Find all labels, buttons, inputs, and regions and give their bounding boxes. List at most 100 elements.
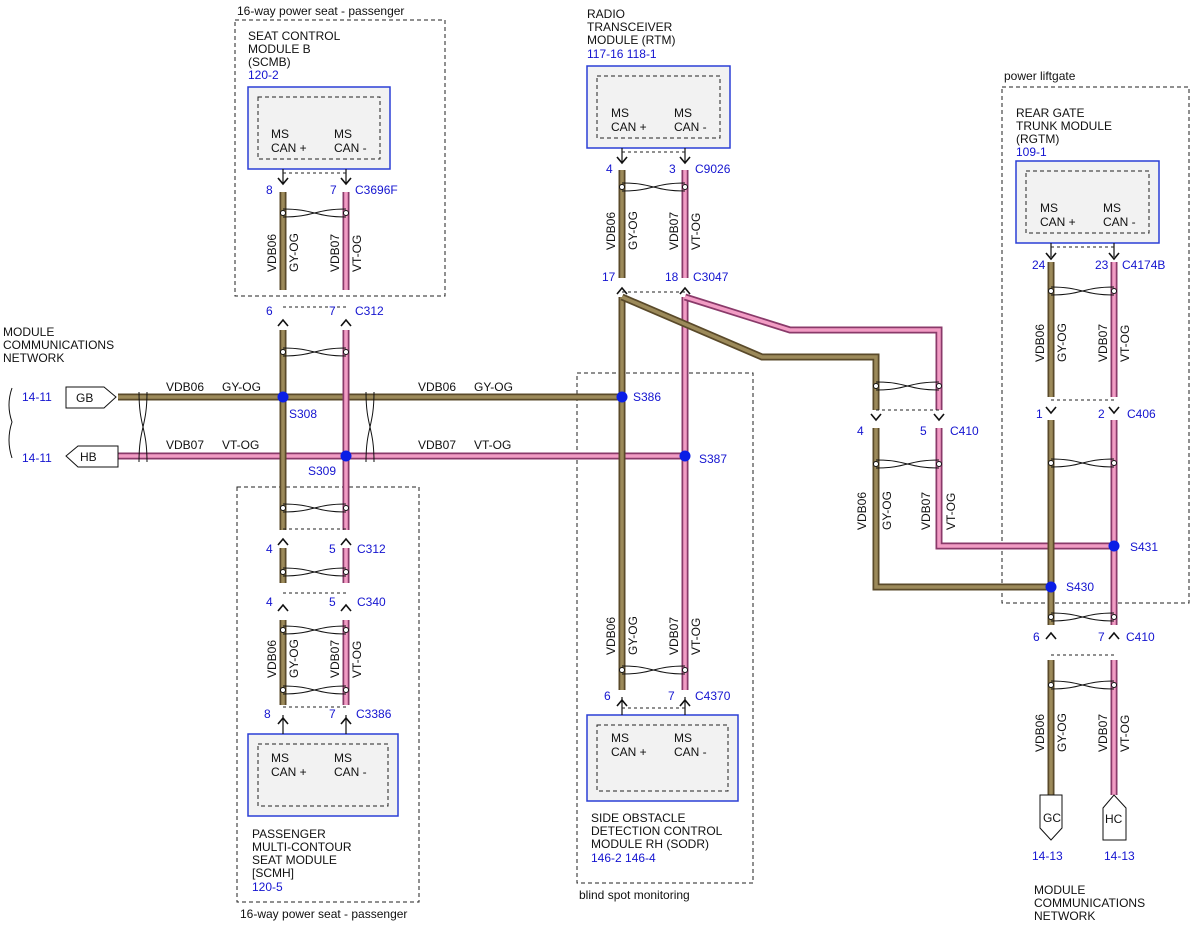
scmb-conn-bottom[interactable]: C312 [355,304,384,318]
connector-layer [138,148,1120,734]
rgtm-twist-3-end-b [1111,614,1117,620]
scmh-pin-minus-2: CAN - [334,765,367,779]
rtm-pin-minus-2: CAN - [674,120,707,134]
right-network-label-2: COMMUNICATIONS [1034,896,1145,910]
scmh-twist-2-end-a [280,569,286,575]
rgtm-conn-mid[interactable]: C406 [1127,407,1156,421]
scmh-twist-2-end-b [343,569,349,575]
rtm-pin-top-b: 3 [669,162,676,176]
scmh-pin-minus-1: MS [334,751,352,765]
splice-s309-dot [340,450,352,462]
rgtm-conn-low[interactable]: C410 [1126,630,1155,644]
bus-twist-left [138,391,148,463]
scmh-c312-arrow-a [277,537,289,546]
sodr-conn[interactable]: C4370 [695,689,731,703]
gb-color-left: GY-OG [222,380,261,394]
sodr-module: MS CAN + MS CAN - SIDE OBSTACLE DETECTIO… [586,714,739,865]
left-network-label-2: COMMUNICATIONS [3,338,114,352]
scmb-wire-b-color: VT-OG [350,235,364,272]
c410-run-a-outer [872,428,1051,591]
scmh-c340-arrow-a [277,603,289,612]
rtm-ref[interactable]: 117-16 118-1 [587,47,657,61]
scmb-pin-plus-1: MS [271,127,289,141]
rgtm-pin-minus-2: CAN - [1103,215,1136,229]
scmb-pin-bot-a: 6 [266,304,273,318]
scmb-pin-plus-2: CAN + [271,141,307,155]
rgtm-module: REAR GATE TRUNK MODULE (RGTM) 109-1 MS C… [1015,106,1160,244]
ref-hc[interactable]: 14-13 [1104,849,1135,863]
scmh-twist-1-end-a [280,505,286,511]
c410-mid-conn[interactable]: C410 [950,424,979,438]
hc-tag-label: HC [1105,812,1123,826]
rgtm-mid-arrow-b [1108,406,1120,415]
rtm-pin-bot-a: 17 [602,270,616,284]
sodr-ref[interactable]: 146-2 146-4 [591,851,656,865]
scmb-ref[interactable]: 120-2 [248,68,279,82]
scmb-arrow-b [340,177,352,186]
rgtm-group-box [1001,86,1190,604]
scmb-wire-a-circuit: VDB06 [265,234,279,272]
rgtm-twist-1-end-b [1111,288,1117,294]
scmh-twist-4 [282,685,347,695]
scmh-name-line-4: [SCMH] [252,866,294,880]
c410-twist-bot-end-b [936,461,942,467]
rtm-wire-a-color: GY-OG [626,211,640,250]
scmb-name-line-1: SEAT CONTROL [248,29,341,43]
scmh-conn2-b: 5 [329,595,336,609]
scmh-wire-a-circuit: VDB06 [265,640,279,678]
rtm-module: RADIO TRANSCEIVER MODULE (RTM) 117-16 11… [586,7,731,149]
scmh-twist-3 [282,625,347,635]
scmh-pin-plus-1: MS [271,751,289,765]
rgtm-arrow-b [1108,252,1120,261]
left-network-label-1: MODULE [3,325,54,339]
gb-circuit-mid: VDB06 [418,380,456,394]
rgtm-ref[interactable]: 109-1 [1016,145,1047,159]
scmh-conn2[interactable]: C340 [357,595,386,609]
rtm-conn-top[interactable]: C9026 [695,162,731,176]
scmb-twist-top-end-b [343,210,349,216]
c410-wire-a-color: GY-OG [880,491,894,530]
gc-tag-label: GC [1043,811,1061,825]
scmb-conn-top[interactable]: C3696F [355,183,398,197]
scmh-c3386-arrow-a [277,716,289,725]
right-network: GC HC 14-13 14-13 MODULE COMMUNICATIONS … [1032,794,1145,923]
rgtm-wire-b-color: VT-OG [1118,325,1132,362]
scmh-conn1-a: 4 [266,542,273,556]
rgtm-twist-1-end-a [1048,288,1054,294]
scmb-pin-top-a: 8 [266,183,273,197]
c410-mid-pin-a: 4 [857,424,864,438]
scmh-pin-plus-2: CAN + [271,765,307,779]
c410-wire-a-circuit: VDB06 [855,492,869,530]
splice-s308-label: S308 [289,407,317,421]
rgtm-mid-arrow-a [1045,406,1057,415]
scmh-twist-2 [282,567,347,577]
left-network-label-3: NETWORK [3,351,64,365]
rtm-conn-bottom[interactable]: C3047 [693,270,729,284]
scmh-conn3-b: 7 [329,707,336,721]
ref-gb[interactable]: 14-11 [22,390,52,404]
rgtm-conn-top[interactable]: C4174B [1122,258,1165,272]
rtm-arrow-a [616,156,628,165]
sodr-wire-b-color: VT-OG [689,618,703,655]
rgtm-pin-plus-2: CAN + [1040,215,1076,229]
ref-hb[interactable]: 14-11 [22,451,52,465]
rtm-name-line-3: MODULE (RTM) [587,33,675,47]
splice-s387-label: S387 [699,452,727,466]
rtm-pin-minus-1: MS [674,106,692,120]
rtm-bot-arrow-a [616,286,628,295]
sodr-pin-b: 7 [668,689,675,703]
c410-twist-top-end-a [873,383,879,389]
ref-gc[interactable]: 14-13 [1032,849,1063,863]
wire-layer [118,170,1118,795]
scmh-twist-4-end-a [280,687,286,693]
scmh-ref[interactable]: 120-5 [252,880,283,894]
sodr-name-line-1: SIDE OBSTACLE [591,811,685,825]
scmh-conn1[interactable]: C312 [357,542,386,556]
scmh-conn3[interactable]: C3386 [356,707,392,721]
sodr-name-line-2: DETECTION CONTROL [591,824,723,838]
gb-color-mid: GY-OG [474,380,513,394]
scmb-name-line-2: MODULE B [248,42,311,56]
c410-arrow-a [870,413,882,422]
scmh-name-line-3: SEAT MODULE [252,853,337,867]
hb-connector-tag [65,445,119,468]
